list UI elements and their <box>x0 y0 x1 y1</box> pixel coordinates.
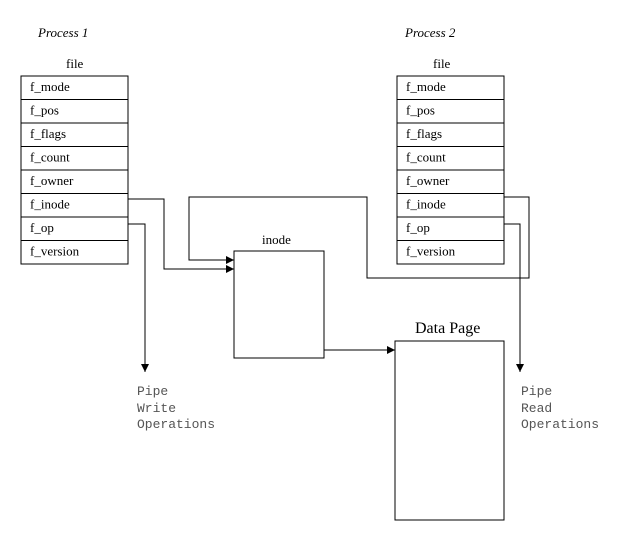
data-page-box <box>394 340 505 521</box>
process2-field-f-mode: f_mode <box>406 79 446 94</box>
process2-field-f-version: f_version <box>406 244 456 259</box>
pipe-write-line-3: Operations <box>137 417 215 432</box>
process2-field-f-op: f_op <box>406 220 430 235</box>
p1-op-to-pipe-write-arrow <box>128 223 149 372</box>
process2-file-label: file <box>433 56 451 71</box>
pipe-write-line-2: Write <box>137 401 176 416</box>
process1-field-f-pos: f_pos <box>30 103 59 118</box>
process1-title: Process 1 <box>37 25 88 40</box>
process2-field-f-pos: f_pos <box>406 103 435 118</box>
inode-box <box>233 250 325 359</box>
process1-field-f-mode: f_mode <box>30 79 70 94</box>
process1-file-fields: f_mode f_pos f_flags f_count f_owner f_inodef… <box>21 79 128 259</box>
process2-field-f-flags: f_flags <box>406 126 442 141</box>
p1-inode-to-inode-arrow <box>128 198 234 273</box>
p2-inode-to-inode-arrow <box>188 196 530 279</box>
pipe-write-line-1: Pipe <box>137 384 168 399</box>
process2-field-f-owner: f_owner <box>406 173 450 188</box>
process2-title: Process 2 <box>404 25 456 40</box>
process2-field-f-count: f_count <box>406 150 446 165</box>
process1-field-f-flags: f_flags <box>30 126 66 141</box>
process1-field-f-op: f_op <box>30 220 54 235</box>
process2-field-f-inode: f_inode <box>406 197 446 212</box>
p2-op-to-pipe-read-arrow <box>504 223 524 372</box>
process1-file-label: file <box>66 56 84 71</box>
process1-field-f-owner: f_owner <box>30 173 74 188</box>
pipe-read-line-3: Operations <box>521 417 599 432</box>
pipe-read-line-2: Read <box>521 401 552 416</box>
data-page-label: Data Page <box>415 320 480 337</box>
process2-file-fields: f_mode f_pos f_flags f_count f_owner f_inodef… <box>397 79 504 259</box>
inode-label: inode <box>262 232 291 247</box>
process1-field-f-version: f_version <box>30 244 80 259</box>
pipe-read-line-1: Pipe <box>521 384 552 399</box>
process1-field-f-inode: f_inode <box>30 197 70 212</box>
process1-field-f-count: f_count <box>30 150 70 165</box>
